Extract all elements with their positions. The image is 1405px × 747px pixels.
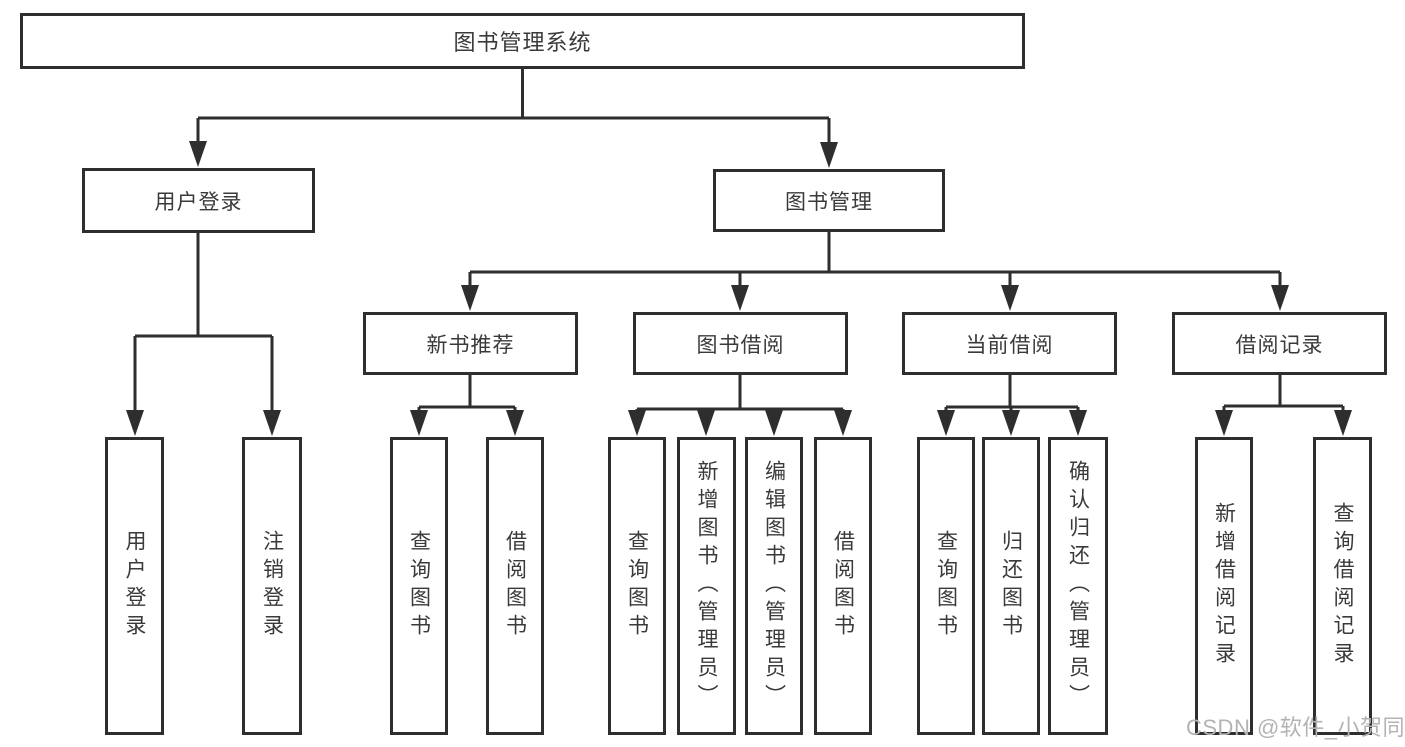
node-leaf-query-books-2: 查询图书 bbox=[608, 437, 666, 735]
node-leaf-add-borrow-record: 新增借阅记录 bbox=[1195, 437, 1253, 735]
node-leaf-user-login: 用户登录 bbox=[105, 437, 164, 735]
connector-paths bbox=[133, 68, 1345, 414]
node-leaf-confirm-return-admin: 确认归还（管理员） bbox=[1048, 437, 1108, 735]
node-book-management: 图书管理 bbox=[713, 169, 945, 232]
csdn-watermark: CSDN @软件_小贺同学 bbox=[1186, 715, 1405, 740]
node-current-borrowing: 当前借阅 bbox=[902, 312, 1117, 375]
node-user-login: 用户登录 bbox=[82, 168, 315, 233]
node-leaf-edit-books-admin: 编辑图书（管理员） bbox=[745, 437, 803, 735]
node-root: 图书管理系统 bbox=[20, 13, 1025, 69]
node-leaf-query-books-1: 查询图书 bbox=[390, 437, 448, 735]
node-leaf-borrow-books-1: 借阅图书 bbox=[486, 437, 544, 735]
node-book-borrowing: 图书借阅 bbox=[633, 312, 848, 375]
node-leaf-return-books: 归还图书 bbox=[982, 437, 1040, 735]
node-leaf-query-borrow-record: 查询借阅记录 bbox=[1313, 437, 1372, 735]
node-leaf-query-books-3: 查询图书 bbox=[917, 437, 975, 735]
node-leaf-borrow-books-2: 借阅图书 bbox=[814, 437, 872, 735]
node-borrowing-records: 借阅记录 bbox=[1172, 312, 1387, 375]
node-new-book-recommend: 新书推荐 bbox=[363, 312, 578, 375]
arrowheads bbox=[126, 141, 1352, 436]
node-leaf-logout: 注销登录 bbox=[242, 437, 302, 735]
node-leaf-add-books-admin: 新增图书（管理员） bbox=[677, 437, 736, 735]
